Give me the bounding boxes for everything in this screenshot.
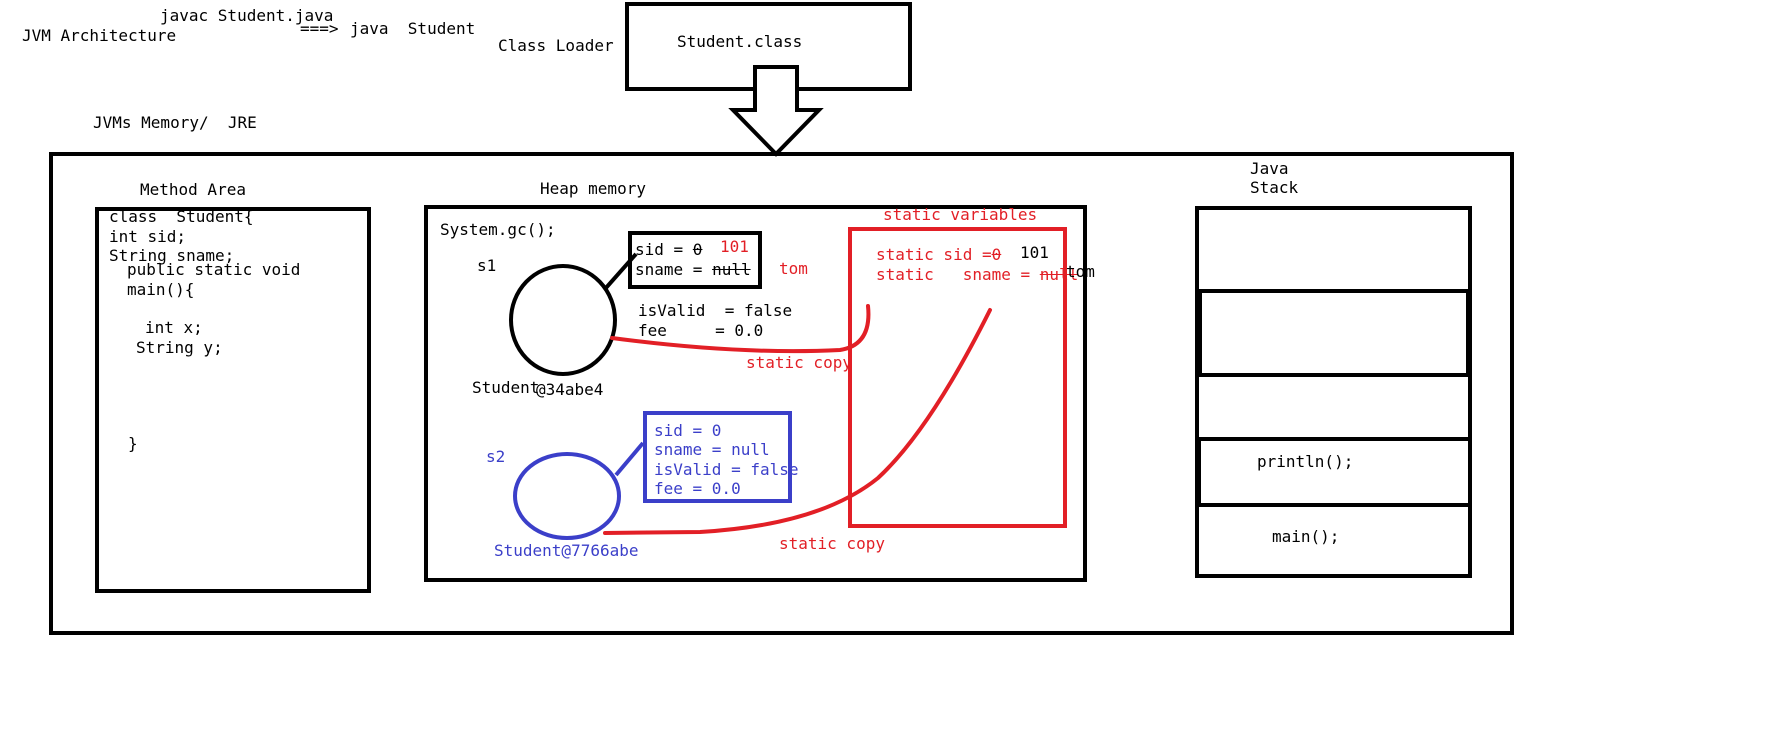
- method-area-box: [95, 207, 371, 593]
- s1-class-name: Student: [472, 378, 540, 397]
- static-copy-label-s2: static copy: [779, 534, 885, 553]
- class-loader-label: Class Loader: [498, 36, 614, 55]
- static-variables-label: static variables: [883, 205, 1038, 224]
- method-line-int-x: int x;: [145, 318, 203, 337]
- method-line-sid: int sid;: [109, 227, 187, 246]
- gc-call: System.gc();: [440, 220, 556, 239]
- stack-frame-println-label: println();: [1257, 452, 1354, 471]
- static-sid-line: static sid =0: [876, 245, 1002, 264]
- s2-class-name: Student@7766abe: [494, 541, 639, 560]
- method-line-signature: public static void: [127, 260, 301, 279]
- stack-frame-main-label: main();: [1272, 527, 1340, 546]
- method-line-class: class Student{: [109, 207, 254, 226]
- compile-command: javac Student.java: [160, 6, 334, 25]
- java-stack-box: [1195, 206, 1472, 578]
- method-line-close-brace: }: [128, 434, 138, 453]
- memory-label: JVMs Memory/ JRE: [93, 113, 257, 132]
- method-area-label: Method Area: [140, 180, 246, 199]
- page-title: JVM Architecture: [22, 26, 177, 45]
- s2-fee-field: fee = 0.0: [654, 479, 741, 498]
- stack-frame-println: [1197, 437, 1472, 507]
- s2-sid-field: sid = 0: [654, 421, 722, 440]
- heap-box: [424, 205, 1087, 582]
- s1-isvalid-field: isValid = false: [638, 301, 793, 320]
- s1-sname-new-value: tom: [779, 259, 808, 278]
- stack-label-java: Java: [1250, 159, 1289, 178]
- method-line-string-y: String y;: [136, 338, 223, 357]
- static-sname-line: static sname = null: [876, 265, 1079, 284]
- stack-label-stack: Stack: [1250, 178, 1299, 197]
- s2-isvalid-field: isValid = false: [654, 460, 799, 479]
- s1-reference: s1: [477, 256, 497, 275]
- heap-label: Heap memory: [540, 179, 646, 198]
- run-command: java Student: [350, 19, 476, 38]
- s2-sname-field: sname = null: [654, 440, 770, 459]
- s1-sid-new-value: 101: [720, 237, 749, 256]
- s2-reference: s2: [486, 447, 506, 466]
- s1-hash: @34abe4: [536, 380, 604, 399]
- static-copy-label-s1: static copy: [746, 353, 852, 372]
- s1-fee-field: fee = 0.0: [638, 321, 764, 340]
- method-line-sname: String sname;: [109, 246, 235, 265]
- compile-arrow: ===>: [300, 19, 339, 38]
- stack-frame-empty: [1198, 289, 1470, 377]
- static-sname-new-value: tom: [1066, 262, 1095, 281]
- method-line-main: main(){: [127, 280, 195, 299]
- s1-sid-field: sid = 0: [635, 240, 703, 259]
- s1-sname-field: sname = null: [635, 260, 751, 279]
- static-sid-new-value: 101: [1020, 243, 1049, 262]
- class-file-label: Student.class: [677, 32, 803, 51]
